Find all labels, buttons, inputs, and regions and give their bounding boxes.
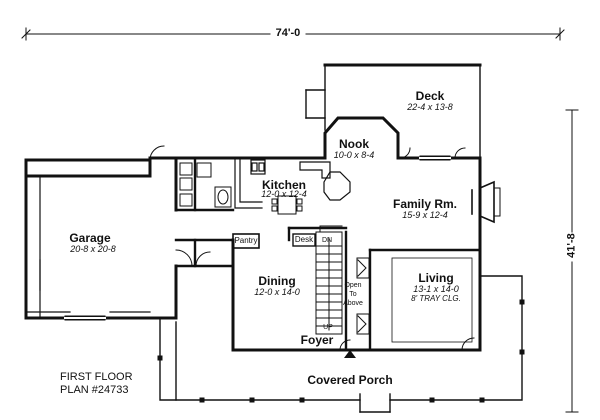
pantry-label: Pantry xyxy=(234,236,258,245)
room-label-kitchen: Kitchen xyxy=(261,178,306,192)
desk-box xyxy=(292,233,316,247)
desk-label: Desk xyxy=(294,235,314,244)
room-dims-garage: 20-8 x 20-8 xyxy=(70,244,116,254)
overall-depth-label: 41'-8 xyxy=(565,233,578,258)
porch-railing xyxy=(159,275,523,413)
mudroom-walls xyxy=(174,158,235,268)
plan-caption-line2: PLAN #24733 xyxy=(60,384,129,396)
laundry-fixtures xyxy=(179,162,232,208)
room-dims-family: 15-9 x 12-4 xyxy=(402,210,448,220)
overall-width-label: 74'-0 xyxy=(275,27,301,39)
open-to-above-line1: Open xyxy=(344,282,362,289)
garage-details xyxy=(25,175,151,319)
room-dims-living: 13-1 x 14-0 xyxy=(413,284,459,294)
living-tray-ceiling xyxy=(391,257,473,343)
stairs-down-label: DN xyxy=(321,237,333,244)
room-dims-dining: 12-0 x 14-0 xyxy=(254,287,300,297)
exterior-walls xyxy=(24,156,482,352)
depth-dimension-line xyxy=(565,109,579,413)
windows xyxy=(64,155,451,321)
room-dims-deck: 22-4 x 13-8 xyxy=(407,102,453,112)
living-tray-ceiling-note: 8' TRAY CLG. xyxy=(411,294,461,303)
room-label-foyer: Foyer xyxy=(300,333,334,347)
deck-railing xyxy=(305,63,482,159)
door-swings xyxy=(149,145,475,351)
room-label-deck: Deck xyxy=(415,89,445,103)
open-to-above-line3: Above xyxy=(343,300,363,307)
staircase xyxy=(315,225,343,335)
room-label-living: Living xyxy=(418,271,454,285)
room-label-porch: Covered Porch xyxy=(307,373,393,387)
garage-entry-door xyxy=(175,249,193,267)
room-dims-nook: 10-0 x 8-4 xyxy=(333,150,375,160)
plan-caption-line1: FIRST FLOOR xyxy=(60,371,133,383)
width-dimension-line xyxy=(21,27,565,41)
kitchen-table xyxy=(271,195,303,215)
porch-posts xyxy=(157,299,525,403)
open-to-above-line2: To xyxy=(349,291,357,298)
room-label-garage: Garage xyxy=(69,231,111,245)
nook-bay-wall xyxy=(323,116,400,160)
fireplace xyxy=(471,180,501,224)
foyer-closets xyxy=(356,257,370,335)
pantry-box xyxy=(232,233,260,249)
room-label-family: Family Rm. xyxy=(392,197,458,211)
room-dims-kitchen: 12-0 x 12-4 xyxy=(261,189,307,199)
entry-arrow xyxy=(344,350,356,358)
room-label-dining: Dining xyxy=(258,274,296,288)
room-label-nook: Nook xyxy=(339,137,369,151)
stairs-up-label: UP xyxy=(323,324,333,331)
interior-walls xyxy=(287,226,482,352)
kitchen-counters xyxy=(234,159,351,209)
